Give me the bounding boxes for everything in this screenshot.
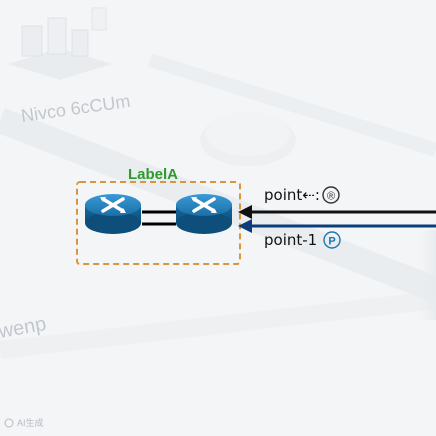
link-arrow-1[interactable] [238,205,436,219]
svg-text:AI生成: AI生成 [17,417,44,428]
point-label-1: point⇠: [264,186,320,204]
background-scene [0,7,436,359]
group-box[interactable] [76,181,241,265]
router-icon[interactable] [85,194,141,234]
svg-text:®: ® [327,191,335,203]
link-arrow-2[interactable] [238,219,436,233]
background-building-icon [8,7,112,80]
group-label: LabelA [128,166,178,183]
arrowhead-icon [238,205,252,219]
point-label-2: point-1 [264,231,317,249]
arrowhead-icon [238,219,252,233]
footer-watermark: AI生成 [4,417,44,428]
router-icon[interactable] [176,194,232,234]
registered-circle-icon: ® [322,186,340,204]
svg-text:P: P [328,236,335,248]
p-circle-icon: P [323,231,341,249]
background-caption-top: Nivco 6cCUm [20,91,132,126]
background-platform-icon [200,112,296,166]
router-link [142,210,176,226]
